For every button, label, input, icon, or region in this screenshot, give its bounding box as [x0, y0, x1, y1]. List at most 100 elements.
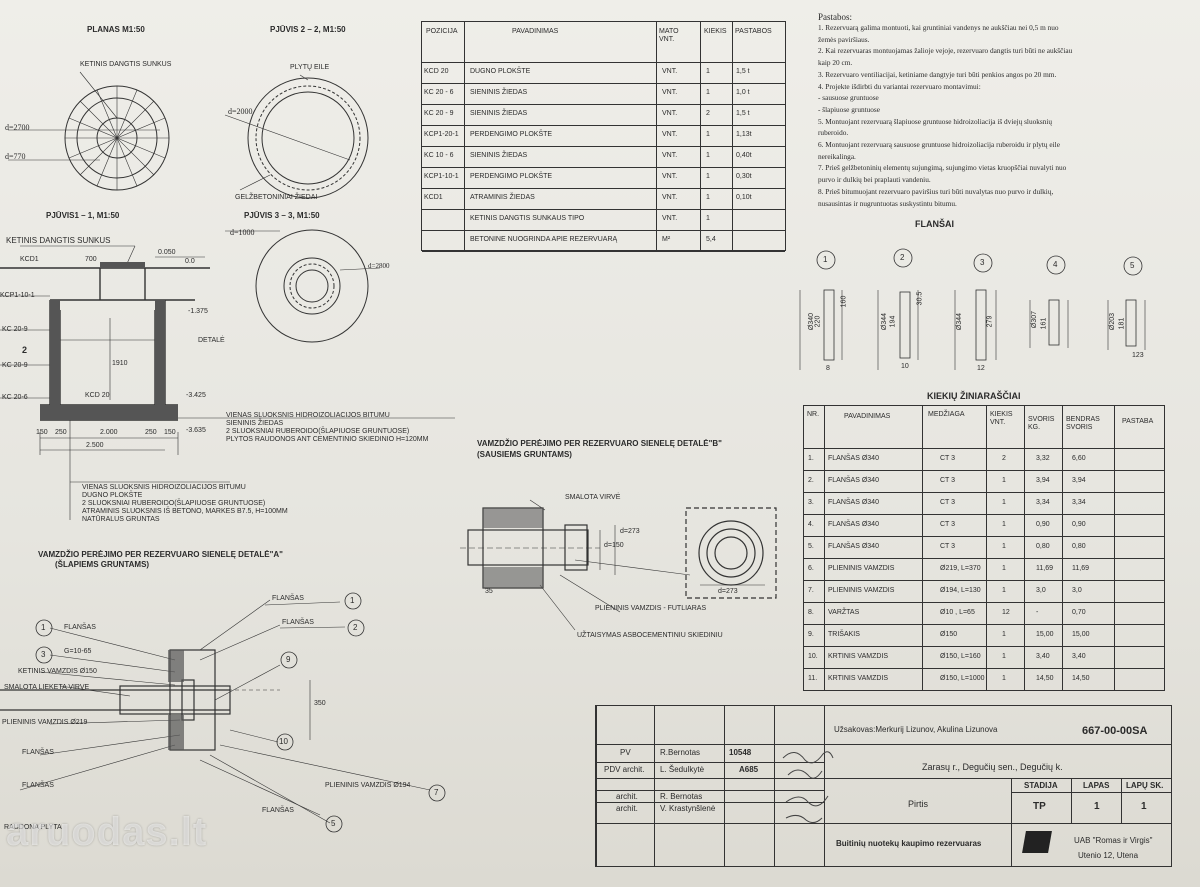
spec-header-cell: KIEKIS [704, 28, 727, 35]
layer-text: ATRAMINIS SLUOKSNIS IŠ BETONO, MARKES B7… [82, 508, 288, 515]
qty-table-cell: PLIENINIS VAMZDIS [828, 587, 895, 594]
note-line: nereikalinga. [818, 151, 856, 161]
flange-dim: 181 [1118, 317, 1126, 330]
dim-2700: d=2700 [5, 123, 30, 132]
qty-header-cell: PAVADINIMAS [844, 413, 891, 420]
company-logo [1022, 831, 1052, 853]
role-label: archit. [616, 804, 638, 813]
qty-table-cell: 1 [1002, 477, 1006, 484]
spec-table-cell: 1 [706, 215, 710, 222]
qty-table-cell: 3,32 [1036, 455, 1050, 462]
dim-770: d=770 [5, 152, 26, 161]
spec-table-cell: 0,40t [736, 152, 752, 159]
qty-table-cell: CT 3 [940, 521, 956, 528]
qty-table-cell: 3,94 [1072, 477, 1086, 484]
sheet-value: 1 [1094, 801, 1100, 812]
qty-table-header: NR. PAVADINIMAS MEDŽIAGA KIEKIS VNT. SVO… [804, 406, 1164, 449]
spec-table-cell: 1,5 t [736, 110, 750, 117]
qty-table-cell: 0,90 [1072, 521, 1086, 528]
document-code: 667-00-00SA [1082, 725, 1148, 737]
detail-a-label: RAUDONA PLYTA [4, 824, 62, 831]
dim-2500: 2.500 [86, 442, 104, 449]
qty-table-cell: CT 3 [940, 543, 956, 550]
dim-250a: 250 [55, 429, 67, 436]
dim-2800: d=2800 [368, 262, 390, 270]
qty-table-cell: 15,00 [1036, 631, 1054, 638]
qty-table-cell: 1 [1002, 521, 1006, 528]
spec-table-cell: 1 [706, 152, 710, 159]
qty-table-cell: KRTINIS VAMZDIS [828, 675, 889, 682]
spec-table-cell: 1,0 t [736, 89, 750, 96]
detail-b-label: UŽTAISYMAS ASBOCEMENTINIU SKIEDINIU [577, 632, 723, 639]
spec-table-cell: DUGNO PLOKŠTE [470, 68, 531, 75]
role-label: PDV archit. [604, 765, 645, 774]
label-3425: -3.425 [186, 392, 206, 399]
note-line: žemės paviršiaus. [818, 34, 870, 44]
detail-a-label: FLANŠAS [22, 749, 54, 756]
callout-number: 5 [331, 819, 336, 828]
qty-table-cell: 1 [1002, 543, 1006, 550]
sheet-header: LAPAS [1083, 781, 1110, 790]
qty-table-cell: 15,00 [1072, 631, 1090, 638]
label-00: 0.0 [185, 258, 195, 265]
spec-table-cell: 1 [706, 68, 710, 75]
lid-label: KETINIS DANGTIS SUNKUS [80, 61, 172, 68]
spec-table-cell: BETONINE NUOGRINDA APIE REZERVUARĄ [470, 236, 618, 243]
label-3635: -3.635 [186, 427, 206, 434]
detail-a-label: SMALOTA LIEKETA VIRVE [4, 684, 90, 691]
spec-table-cell: 1,5 t [736, 68, 750, 75]
note-line: nusausintas ir nugruntuotas suskystintu … [818, 198, 957, 208]
qty-table-cell: 1 [1002, 675, 1006, 682]
detail-a-label: PLIENINIS VAMZDIS Ø194 [325, 782, 411, 789]
qty-table-cell: 2. [808, 477, 814, 484]
qty-table-cell: CT 3 [940, 455, 956, 462]
qty-table-cell: 3. [808, 499, 814, 506]
note-line: 5. Montuojant rezervuarą šlapiuose grunt… [818, 116, 1053, 126]
layer-text: VIENAS SLUOKSNIS HIDROIZOLIACIJOS BITUMU [82, 484, 246, 491]
qty-table-cell: 0,90 [1036, 521, 1050, 528]
detail-a-label: PLIENINIS VAMZDIS Ø219 [2, 719, 88, 726]
flange-number: 4 [1053, 260, 1058, 269]
qty-table-cell: 3,0 [1036, 587, 1046, 594]
qty-header-cell: KIEKIS VNT. [990, 411, 1013, 426]
detail-a-label: FLANŠAS [64, 624, 96, 631]
qty-header-cell: BENDRAS SVORIS [1066, 416, 1100, 431]
flange-number: 3 [980, 258, 985, 267]
spec-table-cell: 1 [706, 131, 710, 138]
flange-dim: 220 [814, 315, 822, 328]
callout-number: 3 [41, 650, 46, 659]
callout-number: 1 [350, 596, 355, 605]
spec-table-cell: VNT. [662, 131, 678, 138]
spec-table-cell: SIENINIS ŽIEDAS [470, 89, 528, 96]
building-name: Pirtis [908, 799, 928, 809]
note-line: ruberoido. [818, 128, 849, 138]
detail-b-subtitle: (SAUSIEMS GRUNTAMS) [477, 450, 572, 459]
qty-table-cell: 3,40 [1072, 653, 1086, 660]
flange-number: 2 [900, 253, 905, 262]
plan-view-title: PLANAS M1:50 [87, 25, 145, 34]
label-kcp1: KCP1-10-1 [0, 292, 35, 299]
qty-table-cell: FLANŠAS Ø340 [828, 543, 879, 550]
detail-b-label: SMALOTA VIRVĖ [565, 494, 621, 501]
detail-a-label: FLANŠAS [22, 782, 54, 789]
detail-a-label: FLANŠAS [282, 619, 314, 626]
note-line: - šlapiuose gruntuose [818, 104, 881, 114]
callout-number: 1 [41, 623, 46, 632]
dim-2000: d=2000 [228, 107, 253, 116]
spec-table-cell: KC 20 - 9 [424, 110, 454, 117]
spec-table-cell: KC 10 - 6 [424, 152, 454, 159]
flange-dim: Ø344 [881, 312, 889, 331]
qty-table-cell: KRTINIS VAMZDIS [828, 653, 889, 660]
layer-text: VIENAS SLUOKSNIS HIDROIZOLIACIJOS BITUMU [226, 412, 390, 419]
qty-table-cell: TRIŠAKIS [828, 631, 860, 638]
qty-table-cell: 2 [1002, 455, 1006, 462]
detail-b-label: 35 [485, 588, 493, 595]
spec-header-cell: MATO VNT. [659, 28, 679, 43]
